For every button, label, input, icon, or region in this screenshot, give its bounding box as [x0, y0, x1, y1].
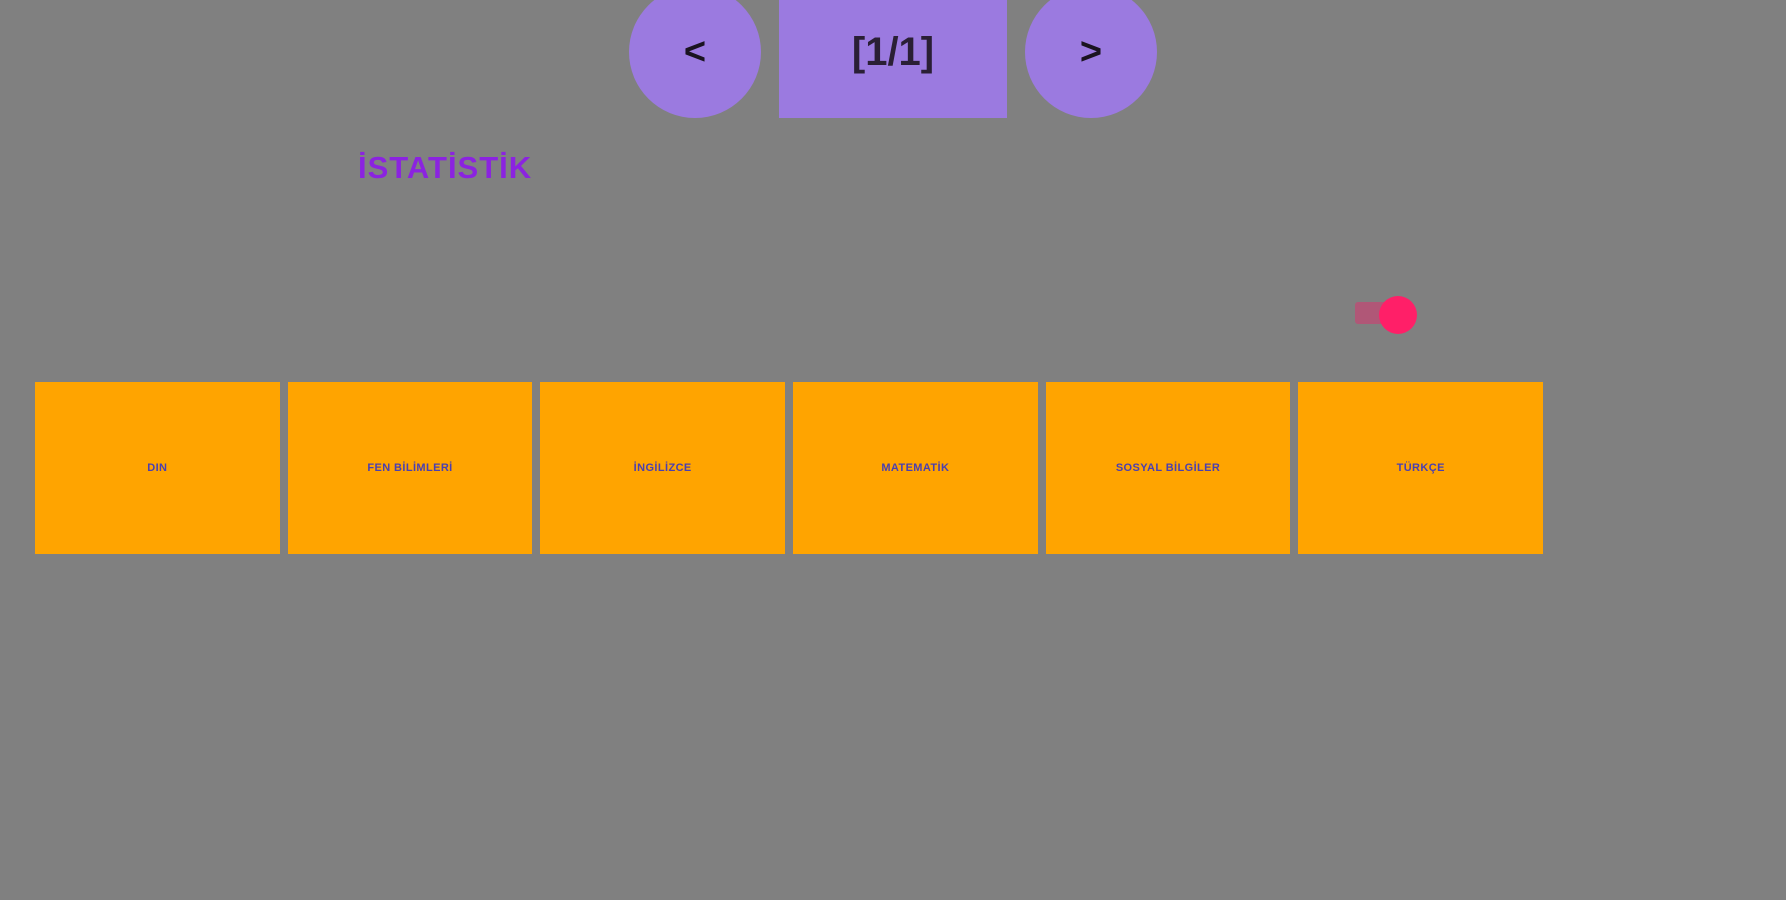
chart-bar-label: DIN	[147, 462, 168, 474]
chart-bar-label: İNGİLİZCE	[633, 462, 692, 474]
chart-bar-label: FEN BİLİMLERİ	[367, 462, 453, 474]
pagination-bar: < [1/1] >	[0, 0, 1786, 120]
chart-bar-label: SOSYAL BİLGİLER	[1115, 462, 1221, 474]
chart-bar[interactable]: DIN	[35, 382, 280, 554]
page-title: İSTATİSTİK	[358, 150, 533, 185]
chart-bar-label: MATEMATİK	[881, 462, 950, 474]
chart-bar[interactable]: FEN BİLİMLERİ	[287, 382, 533, 554]
chart-bar[interactable]: SOSYAL BİLGİLER	[1045, 382, 1291, 554]
chart-bar-label: TÜRKÇE	[1396, 462, 1445, 474]
next-page-button[interactable]: >	[1025, 0, 1157, 118]
chart-bar[interactable]: İNGİLİZCE	[540, 382, 786, 554]
chart-bar[interactable]: MATEMATİK	[793, 382, 1038, 554]
page-indicator[interactable]: [1/1]	[779, 0, 1007, 118]
previous-page-button[interactable]: <	[629, 0, 761, 118]
pink-dot-marker	[1355, 296, 1427, 334]
marker-dot-icon	[1379, 296, 1417, 334]
chart-bar[interactable]: TÜRKÇE	[1298, 382, 1544, 554]
statistics-bar-chart: DIN FEN BİLİMLERİ İNGİLİZCE MATEMATİK SO…	[35, 382, 1544, 554]
